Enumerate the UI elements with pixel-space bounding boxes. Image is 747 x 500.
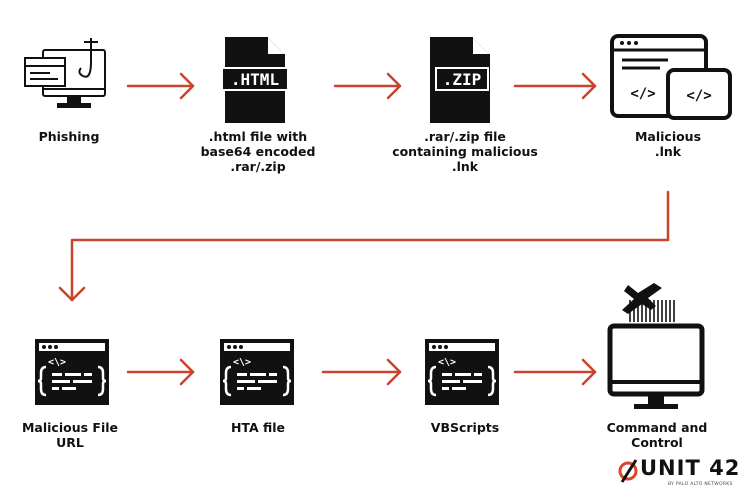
html-file-icon: .HTML [221, 37, 289, 123]
zip-file-icon: .ZIP [430, 37, 490, 123]
command-control-icon [607, 283, 705, 409]
arrow-hta-to-vbs [321, 358, 402, 386]
arrow-lnk-down-return [58, 190, 670, 302]
unit42-mark-icon [618, 459, 638, 483]
phishing-icon [24, 38, 106, 108]
arrow-html-to-zip [333, 72, 402, 100]
unit42-logo-name: UNIT 42 [640, 456, 741, 480]
svg-text:</>: </> [630, 86, 655, 102]
malicious-url-icon [33, 337, 111, 407]
vbscripts-icon [423, 337, 501, 407]
label-html-file: .html file with base64 encoded .rar/.zip [200, 129, 316, 174]
label-vbscripts: VBScripts [430, 420, 500, 435]
html-badge-text: .HTML [231, 70, 279, 89]
label-zip-file: .rar/.zip file containing malicious .lnk [392, 129, 538, 174]
label-malicious-url: Malicious File URL [21, 420, 119, 450]
malicious-lnk-icon: </> </> [610, 34, 732, 120]
label-malicious-lnk: Malicious .lnk [634, 129, 702, 159]
svg-text:</>: </> [686, 88, 711, 104]
flow-arrows [58, 72, 670, 386]
label-hta-file: HTA file [230, 420, 286, 435]
zip-badge-text: .ZIP [443, 70, 482, 89]
unit42-logo-sub: BY PALO ALTO NETWORKS [668, 482, 733, 487]
arrow-zip-to-lnk [513, 72, 597, 100]
arrow-vbs-to-c2 [513, 358, 597, 386]
unit42-logo: UNIT 42 BY PALO ALTO NETWORKS [618, 455, 743, 491]
arrow-phishing-to-html [126, 72, 195, 100]
hta-file-icon [218, 337, 296, 407]
label-phishing: Phishing [38, 129, 100, 144]
label-command-control: Command and Control [606, 420, 708, 450]
arrow-url-to-hta [126, 358, 195, 386]
